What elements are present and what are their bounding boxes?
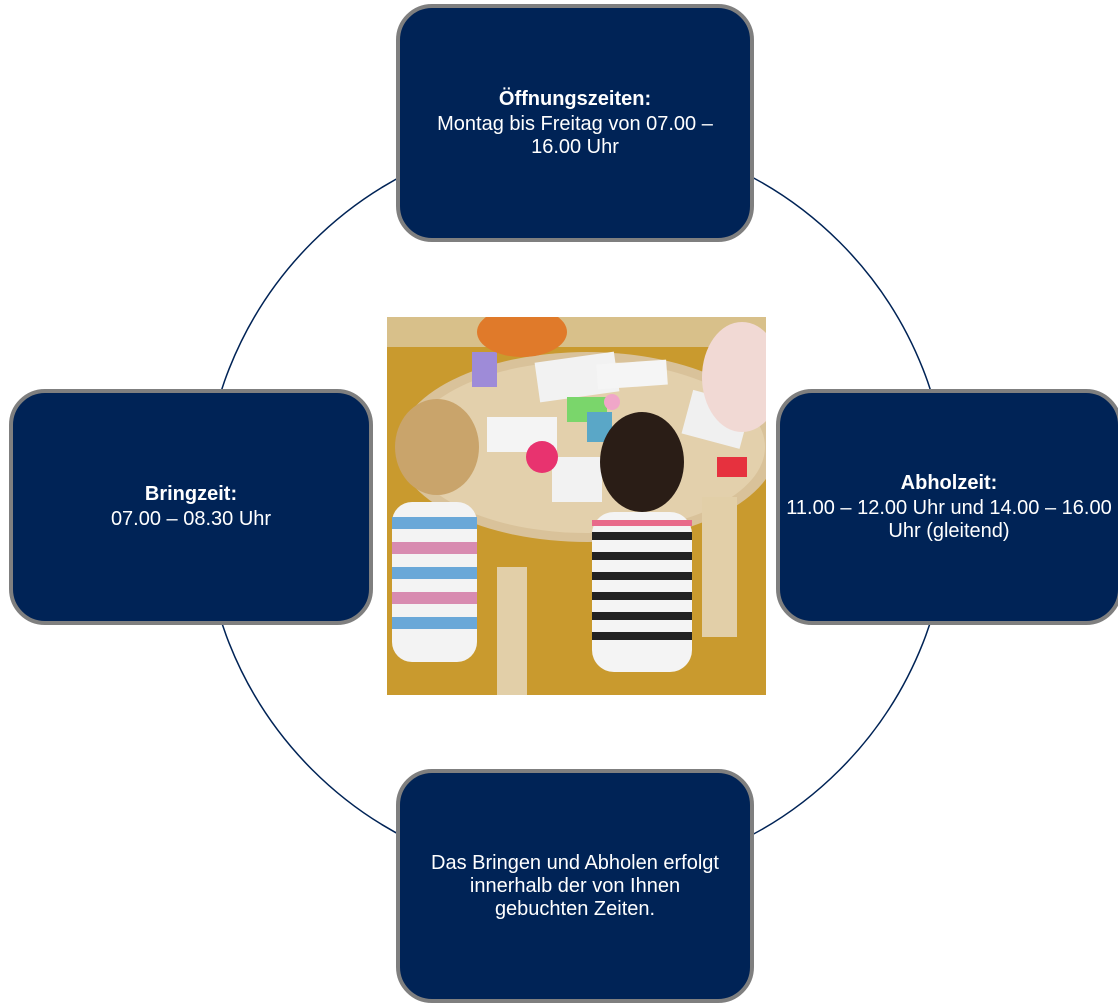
pick-up-box: Abholzeit: 11.00 – 12.00 Uhr und 14.00 –… bbox=[776, 389, 1118, 625]
drop-off-box: Bringzeit: 07.00 – 08.30 Uhr bbox=[9, 389, 373, 625]
booking-note-text: Das Bringen und Abholen erfolgt innerhal… bbox=[431, 851, 719, 920]
center-photo bbox=[387, 317, 766, 695]
pick-up-title: Abholzeit: bbox=[900, 471, 998, 494]
drop-off-title: Bringzeit: bbox=[144, 483, 238, 505]
opening-hours-box: Öffnungszeiten: Montag bis Freitag von 0… bbox=[396, 4, 754, 242]
drop-off-text: 07.00 – 08.30 Uhr bbox=[110, 508, 272, 530]
opening-hours-title: Öffnungszeiten: bbox=[498, 87, 652, 110]
booking-note-box: Das Bringen und Abholen erfolgt innerhal… bbox=[396, 769, 754, 1003]
pick-up-text: 11.00 – 12.00 Uhr und 14.00 – 16.00 Uhr … bbox=[786, 496, 1112, 542]
opening-hours-text: Montag bis Freitag von 07.00 – 16.00 Uhr bbox=[437, 112, 713, 158]
